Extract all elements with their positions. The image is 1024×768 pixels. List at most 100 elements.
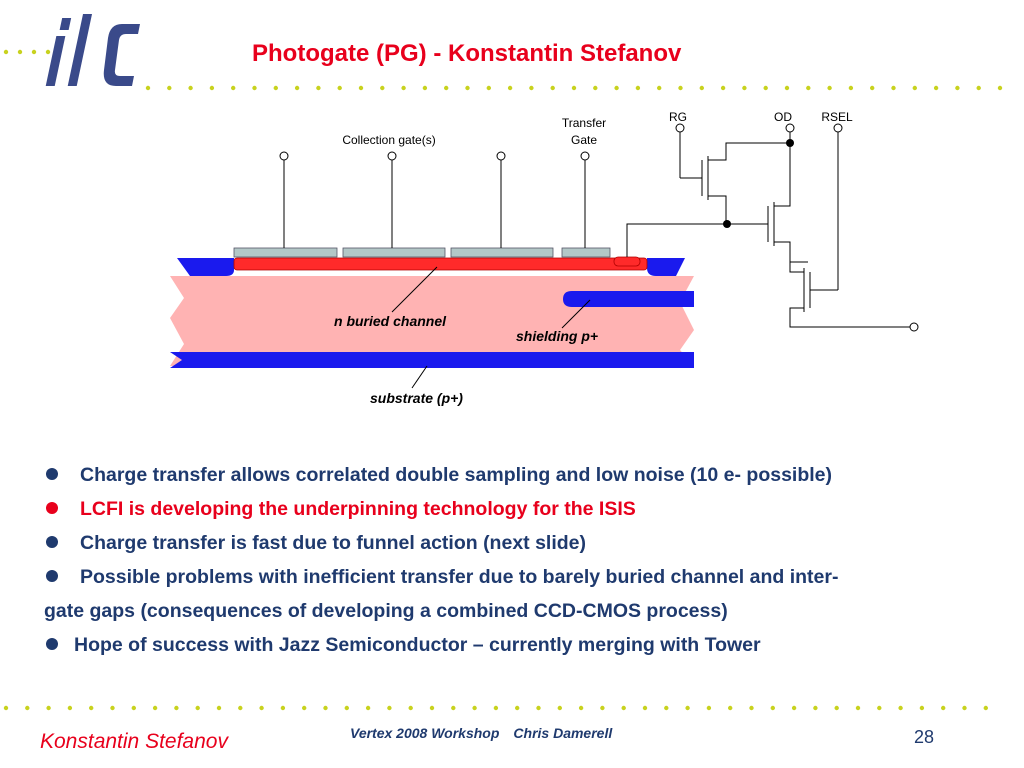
bullet-text: Hope of success with Jazz Semiconductor …: [74, 634, 761, 656]
decorative-dot: [657, 85, 662, 91]
decorative-dot: [344, 705, 349, 711]
rsel-label: RSEL: [821, 110, 853, 124]
decorative-dot: [152, 705, 158, 711]
decorative-dot: [3, 49, 9, 55]
bullet-text: Charge transfer allows correlated double…: [80, 464, 833, 486]
decorative-dot: [578, 705, 584, 711]
footer-event: Vertex 2008 Workshop Chris Damerell: [350, 725, 626, 741]
transfer-gate-label-2: Gate: [571, 133, 597, 147]
bullet-item: Charge transfer is fast due to funnel ac…: [44, 526, 1004, 560]
decorative-dot: [976, 85, 981, 91]
decorative-dot: [209, 85, 215, 91]
decorative-dot: [45, 49, 51, 55]
decorative-dot: [891, 85, 896, 91]
decorative-dot: [358, 85, 364, 91]
decorative-dot: [919, 705, 925, 711]
bullet-continuation: gate gaps (consequences of developing a …: [44, 600, 728, 622]
decorative-dot: [408, 705, 413, 711]
page-title: Photogate (PG) - Konstantin Stefanov: [252, 40, 682, 67]
decorative-dot: [983, 705, 988, 711]
decorative-dot: [550, 85, 555, 91]
bullet-item: Possible problems with inefficient trans…: [44, 560, 1004, 594]
decorative-dot: [614, 85, 619, 91]
decorative-dot: [600, 705, 605, 711]
left-dot-row: [3, 49, 51, 55]
decorative-dot: [515, 705, 520, 711]
decorative-dot: [493, 705, 499, 711]
decorative-dot: [898, 705, 903, 711]
top-right-p-plus: [647, 258, 685, 276]
bullet-list: Charge transfer allows correlated double…: [44, 458, 1004, 662]
decorative-dot: [507, 85, 513, 91]
decorative-dot: [451, 705, 456, 711]
decorative-dot: [870, 85, 875, 91]
decorative-dot: [784, 85, 790, 91]
label-pointers: [391, 266, 591, 389]
decorative-dot: [827, 85, 832, 91]
decorative-dot: [365, 705, 371, 711]
rg-label: RG: [669, 110, 687, 124]
event-name: Vertex 2008 Workshop: [350, 725, 500, 741]
collection-gates-label: Collection gate(s): [342, 133, 435, 147]
gate-leads: [279, 151, 590, 248]
decorative-dot: [380, 85, 385, 91]
decorative-dot: [67, 705, 73, 711]
decorative-dot: [728, 705, 733, 711]
decorative-dot: [401, 85, 406, 91]
decorative-dot: [791, 705, 797, 711]
decorative-dot: [216, 705, 222, 711]
decorative-dot: [855, 705, 861, 711]
bullet-dot-icon: [46, 501, 58, 514]
decorative-dot: [25, 705, 30, 711]
decorative-dot: [664, 705, 669, 711]
decorative-dot: [131, 705, 136, 711]
output-diffusion: [613, 256, 641, 267]
decorative-dot: [593, 85, 598, 91]
decorative-dot: [145, 85, 151, 91]
decorative-dot: [486, 85, 491, 91]
decorative-dot: [89, 705, 94, 711]
decorative-dot: [813, 705, 818, 711]
decorative-dot: [720, 85, 726, 91]
decorative-dot: [280, 705, 286, 711]
decorative-dot: [31, 49, 37, 55]
decorative-dot: [933, 85, 939, 91]
presenter-name: Chris Damerell: [513, 725, 613, 741]
decorative-dot: [46, 705, 51, 711]
decorative-dot: [422, 85, 428, 91]
bullet-item-highlighted: LCFI is developing the underpinning tech…: [44, 492, 1004, 526]
decorative-dot: [834, 705, 839, 711]
bottom-dot-row: [3, 705, 988, 711]
decorative-dot: [110, 705, 115, 711]
decorative-dot: [955, 85, 960, 91]
bullet-dot-icon: [46, 569, 58, 582]
bullet-text: Charge transfer is fast due to funnel ac…: [80, 532, 587, 554]
decorative-dot: [941, 705, 946, 711]
decorative-dot: [259, 705, 264, 711]
bullet-item: Charge transfer allows correlated double…: [44, 458, 1004, 492]
decorative-dot: [174, 705, 179, 711]
decorative-dot: [444, 85, 449, 91]
decorative-dot: [465, 85, 470, 91]
decorative-dot: [706, 705, 712, 711]
decorative-dot: [749, 705, 754, 711]
circuit-terminals: [675, 123, 919, 332]
decorative-dot: [912, 85, 917, 91]
decorative-dot: [231, 85, 236, 91]
n-buried-channel-label: n buried channel: [334, 313, 447, 329]
decorative-dot: [529, 85, 534, 91]
bullet-dot-icon: [46, 535, 58, 548]
decorative-dot: [188, 85, 193, 91]
decorative-dot: [273, 85, 278, 91]
decorative-dot: [323, 705, 328, 711]
decorative-dot: [806, 85, 811, 91]
substrate-label: substrate (p+): [370, 390, 463, 406]
ilc-logo: [45, 14, 140, 86]
collection-gate-3: [450, 247, 554, 258]
decorative-dot: [17, 49, 23, 55]
page-number: 28: [914, 727, 935, 747]
od-label: OD: [774, 110, 792, 124]
